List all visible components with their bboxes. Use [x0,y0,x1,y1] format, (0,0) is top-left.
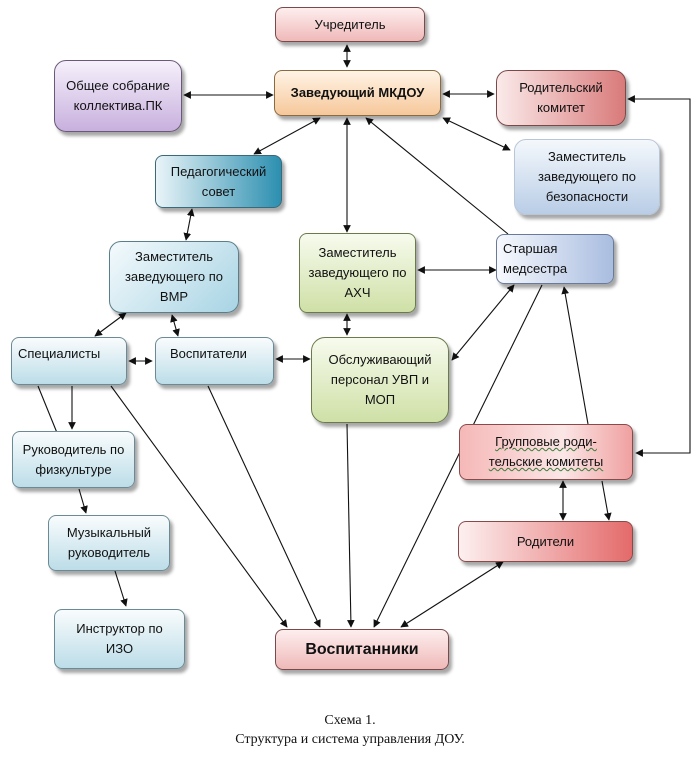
node-gruppovye: Групповые роди- тельские комитеты [459,424,633,480]
node-ped-sovet-label: Педагогический совет [170,163,267,199]
node-obsluzh-personal: Обслуживающий персонал УВП и МОП [311,337,449,423]
node-uchreditel-label: Учредитель [314,16,386,32]
node-ruk-fizkultura-label: Руководитель по физкультуре [22,441,125,477]
node-vospitateli: Воспитатели [155,337,274,385]
caption-line2: Структура и система управления ДОУ. [235,732,465,747]
node-uchreditel: Учредитель [275,7,425,42]
edge-personal-vospitanniki [346,423,355,628]
node-vospitanniki-label: Воспитанники [305,640,419,658]
node-roditelskiy-komitet-label: Родительский комитет [519,80,603,115]
figure-caption: Схема 1. Структура и система управления … [0,711,700,749]
node-roditelskiy-komitet: Родительский комитет [496,70,626,126]
node-gruppovye-label: Групповые роди- тельские комитеты [489,432,603,472]
edge-medsestra-personal [451,284,515,361]
edge-rodkomitet-gruppovye [627,95,691,457]
node-vospitateli-label: Воспитатели [170,346,247,361]
node-instruktor-izo: Инструктор по ИЗО [54,609,185,669]
edge-specialisty-vospitanniki [110,385,288,628]
edge-muzruk-izo [114,570,128,607]
edge-vospitateli-vospitanniki [207,385,321,628]
node-zam-bezopasnost-label: Заместитель заведующего по безопасности [537,149,637,204]
node-gruppovye-line1: Групповые роди- [495,434,597,449]
edge-zaveduyuschiy-pedsovet [253,117,321,155]
node-zam-ahch-label: Заместитель заведующего по АХЧ [308,245,407,300]
node-zam-vmr-label: Заместитель заведующего по ВМР [124,249,224,304]
node-muz-ruk: Музыкальный руководитель [48,515,170,571]
node-obschee-sobranie-label: Общее собрание коллектива.ПК [66,78,170,113]
edge-zaveduyuschiy-medsestra [365,117,509,235]
node-specialisty-label: Специалисты [18,346,101,361]
node-ruk-fizkultura: Руководитель по физкультуре [12,431,135,488]
node-obschee-sobranie: Общее собрание коллектива.ПК [54,60,182,132]
node-zaveduyuschiy-label: Заведующий МКДОУ [290,85,425,100]
node-roditeli-label: Родители [516,533,575,549]
node-specialisty: Специалисты [11,337,127,385]
node-zam-vmr: Заместитель заведующего по ВМР [109,241,239,313]
node-zam-bezopasnost: Заместитель заведующего по безопасности [514,139,660,215]
node-muz-ruk-label: Музыкальный руководитель [66,525,152,560]
edge-vmr-vospitateli [170,314,180,337]
node-vospitanniki: Воспитанники [275,629,449,670]
node-roditeli: Родители [458,521,633,562]
edge-fizkultura-muzruk [78,488,88,514]
edge-gruppovye-medsestra [561,286,589,425]
node-zaveduyuschiy: Заведующий МКДОУ [274,70,441,116]
edge-zaveduyuschiy-bezopasnost [442,117,511,151]
node-obsluzh-personal-label: Обслуживающий персонал УВП и МОП [328,352,432,407]
caption-line1: Схема 1. [324,713,376,728]
node-ped-sovet: Педагогический совет [155,155,282,208]
edge-pedsovet-vmr [183,208,195,241]
node-zam-ahch: Заместитель заведующего по АХЧ [299,233,416,313]
node-instruktor-izo-label: Инструктор по ИЗО [76,621,163,656]
node-st-medsestra: Старшая медсестра [496,234,614,284]
node-gruppovye-line2: тельские комитеты [488,454,604,469]
edge-roditeli-vospitanniki [400,561,504,628]
node-st-medsestra-label: Старшая медсестра [503,241,568,276]
edge-gruppovye-roditeli-2 [601,480,612,521]
edge-vmr-specialisty [94,312,127,337]
